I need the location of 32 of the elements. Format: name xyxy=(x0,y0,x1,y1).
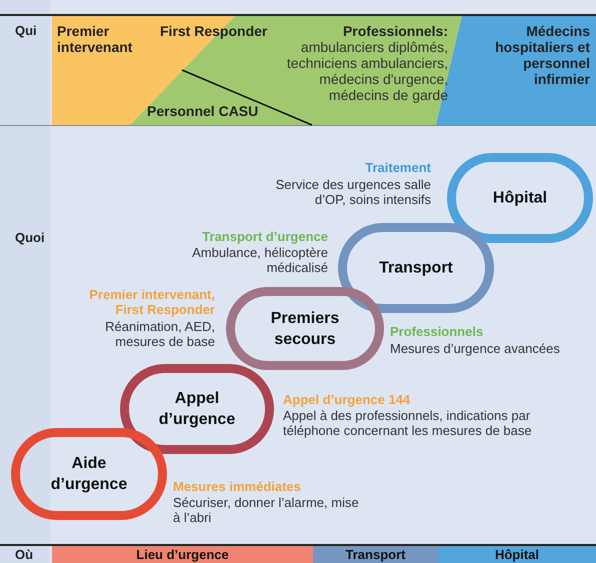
step-title: Hôpital xyxy=(492,188,548,208)
step-title: Transport xyxy=(378,258,454,278)
row-label: Quoi xyxy=(15,230,45,246)
step-heading: Mesures immédiates xyxy=(173,479,302,494)
step-heading: Premier intervenant, First Responder xyxy=(88,287,215,317)
row-label: Qui xyxy=(15,23,37,39)
step-heading: Professionnels xyxy=(390,324,484,339)
step-heading: Appel d’urgence 144 xyxy=(283,392,412,407)
location-band: Lieu d’urgence xyxy=(52,546,313,563)
step-title: Appel d’urgence xyxy=(158,389,236,430)
chain-link xyxy=(226,287,384,370)
step-description: Mesures d’urgence avancées xyxy=(390,341,561,356)
role-heading: Personnel CASU xyxy=(147,103,260,119)
role-heading: First Responder xyxy=(160,23,268,39)
location-band: Hôpital xyxy=(438,546,596,563)
chain-link xyxy=(11,428,167,520)
role-heading: Médecins hospitaliers et personnel infirmier xyxy=(494,23,590,87)
role-heading: Premier intervenant xyxy=(57,23,134,55)
chain-link xyxy=(120,364,274,454)
step-heading: Traitement xyxy=(364,160,431,175)
step-heading: Transport d’urgence xyxy=(201,229,328,244)
chain-link xyxy=(338,223,494,313)
location-band: Transport xyxy=(313,546,438,563)
step-description: Réanimation, AED, mesures de base xyxy=(105,319,215,349)
step-title: Aide d’urgence xyxy=(50,454,128,495)
step-description: Sécuriser, donner l’alarme, mise à l’abri xyxy=(173,495,360,525)
step-description: Ambulance, hélicoptère médicalisé xyxy=(191,245,328,275)
step-description: Service des urgences salle d’OP, soins intensifs xyxy=(274,177,431,207)
step-description: Appel à des professionnels, indications par téléphone concernant les mesures de base xyxy=(283,408,533,438)
step-title: Premiers secours xyxy=(270,308,340,350)
chain-link xyxy=(447,153,593,243)
row-label: Où xyxy=(15,547,34,563)
